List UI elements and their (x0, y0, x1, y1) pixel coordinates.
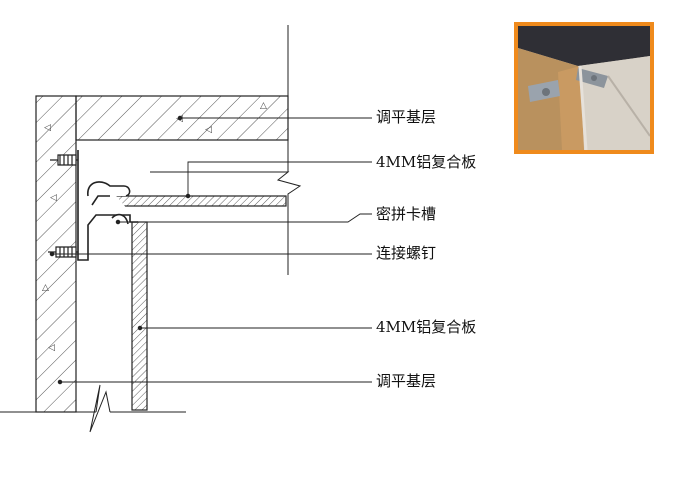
svg-text:◁: ◁ (50, 193, 57, 203)
leader-lines (49, 115, 372, 385)
label-leveling-base-bottom: 调平基层 (376, 372, 437, 390)
break-line-floor (0, 384, 186, 433)
label-composite-panel-bottom: 4MM铝复合板 (376, 318, 477, 336)
reference-photo (514, 22, 654, 154)
label-leveling-base-top: 调平基层 (376, 108, 437, 126)
label-connection-screw: 连接螺钉 (376, 244, 437, 262)
break-line-ceiling (150, 25, 302, 275)
svg-text:◁: ◁ (44, 123, 51, 133)
svg-text:◁: ◁ (205, 125, 212, 135)
connection-screw-upper (50, 154, 78, 166)
svg-text:△: △ (42, 283, 49, 293)
label-composite-panel-top: 4MM铝复合板 (376, 153, 477, 171)
label-seal-groove: 密拼卡槽 (376, 205, 437, 223)
svg-text:◁: ◁ (48, 343, 55, 353)
photo-content (518, 26, 650, 150)
svg-text:△: △ (260, 101, 267, 111)
